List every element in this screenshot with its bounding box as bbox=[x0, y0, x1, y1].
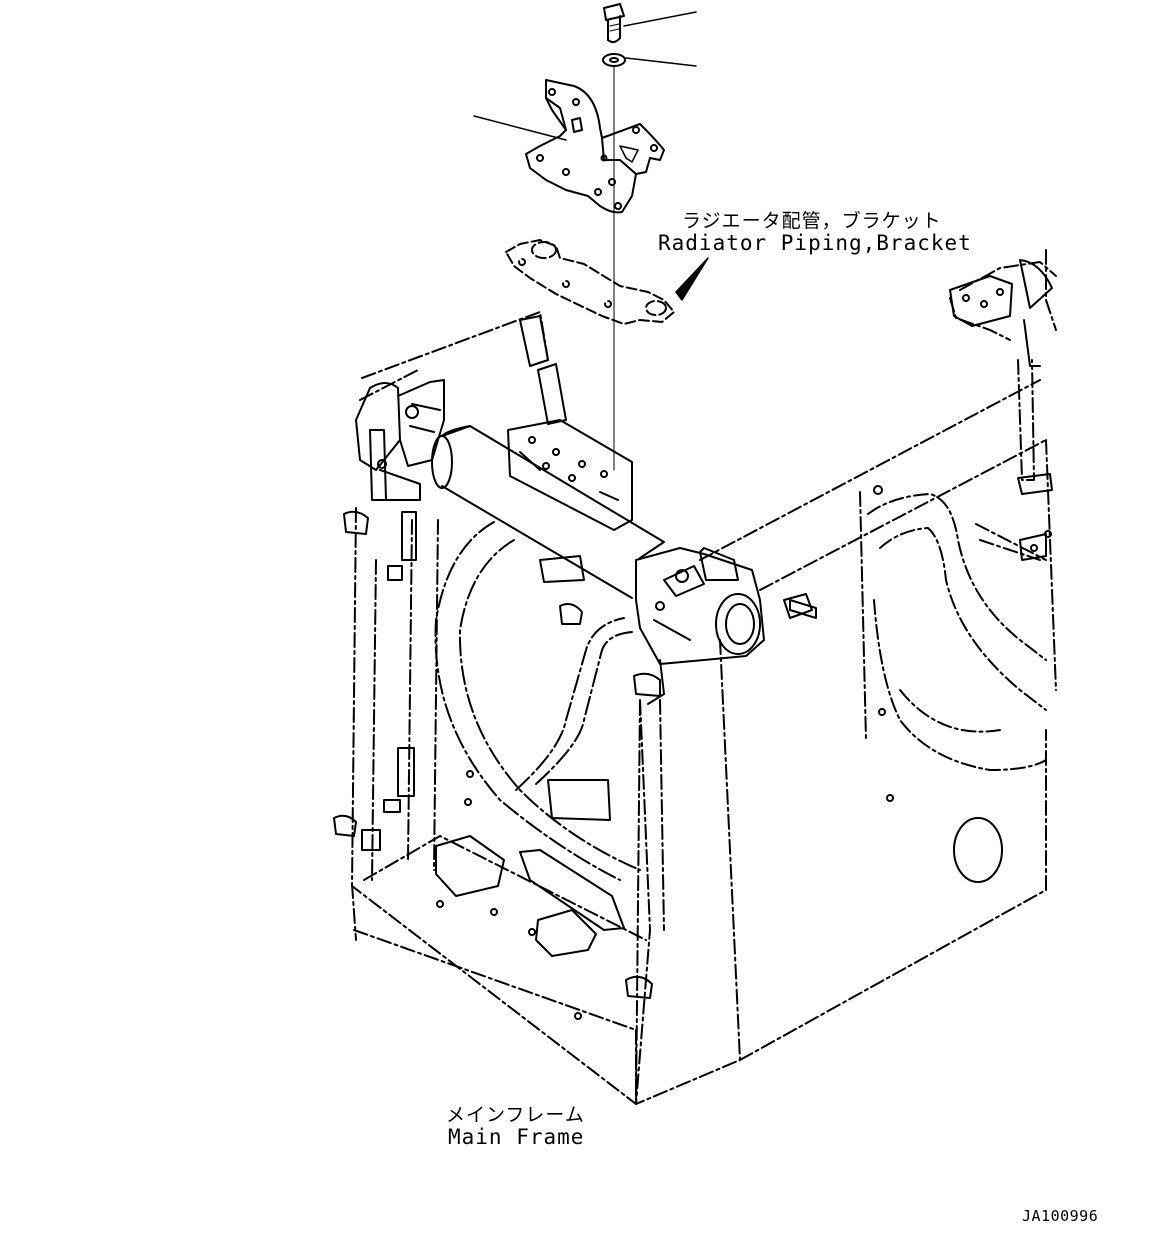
tube-mount-plate bbox=[507, 419, 633, 531]
bolt bbox=[603, 3, 625, 44]
radiator-piping-label-jp: ラジエータ配管，ブラケット bbox=[682, 210, 942, 232]
frame-lugs bbox=[333, 473, 1053, 999]
frame-openings bbox=[435, 485, 1052, 1020]
bolt-leader bbox=[623, 11, 697, 27]
right-pivot-housing bbox=[635, 547, 765, 705]
pin-details bbox=[559, 593, 813, 625]
radiator-bracket-phantom bbox=[505, 239, 675, 325]
washer bbox=[602, 53, 626, 67]
rear-hardware bbox=[519, 259, 1053, 425]
bracket-leader bbox=[473, 115, 567, 141]
drawing-code: JA100996 bbox=[1022, 1207, 1099, 1225]
main-frame-label-jp: メインフレーム bbox=[446, 1104, 585, 1126]
left-clamp-assembly bbox=[355, 379, 445, 501]
main-frame-label-en: Main Frame bbox=[448, 1125, 585, 1149]
washer-leader bbox=[625, 57, 697, 67]
cross-tube bbox=[431, 425, 665, 599]
radiator-piping-label-en: Radiator Piping,Bracket bbox=[658, 231, 972, 255]
frame-hose bbox=[434, 521, 641, 881]
main-frame-phantom bbox=[351, 249, 1057, 1105]
radiator-label-arrow bbox=[675, 257, 709, 301]
bracket bbox=[525, 79, 665, 214]
